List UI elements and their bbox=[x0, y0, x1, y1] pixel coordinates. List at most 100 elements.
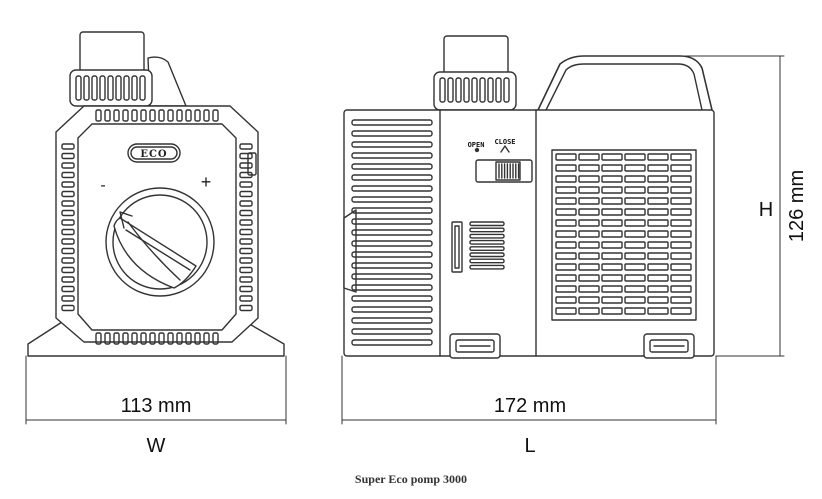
grille-cell bbox=[555, 230, 577, 238]
vent-slot bbox=[61, 247, 75, 255]
eco-badge bbox=[127, 143, 181, 163]
width-value: 113 mm bbox=[121, 395, 192, 417]
collar-rib bbox=[479, 77, 486, 103]
grille-cell bbox=[670, 241, 692, 249]
grille-cell bbox=[601, 252, 623, 260]
eco-badge-label: ECO bbox=[140, 149, 167, 160]
height-symbol: H bbox=[759, 199, 773, 221]
grille-cell bbox=[647, 230, 669, 238]
side-indicator-window bbox=[451, 221, 463, 273]
vent-slot bbox=[239, 276, 253, 283]
vent-slot bbox=[95, 109, 102, 122]
grille-cell bbox=[624, 307, 646, 315]
vent-slot bbox=[61, 238, 75, 245]
intake-slot bbox=[351, 218, 433, 225]
grille-cell bbox=[555, 164, 577, 172]
intake-slot bbox=[351, 306, 433, 313]
grille-cell bbox=[555, 197, 577, 205]
intake-slot bbox=[351, 328, 433, 335]
grille-cell bbox=[647, 175, 669, 183]
grille-cell bbox=[670, 307, 692, 315]
vent-slot bbox=[140, 109, 147, 122]
grille-cell bbox=[624, 241, 646, 249]
vent-slot bbox=[61, 276, 75, 283]
side-foot-left bbox=[449, 333, 501, 359]
grille-cell bbox=[624, 230, 646, 238]
vent-slot bbox=[149, 332, 156, 345]
vent-slot bbox=[239, 171, 253, 179]
height-value: 126 mm bbox=[786, 170, 808, 242]
collar-rib bbox=[487, 77, 494, 103]
grille-cell bbox=[555, 307, 577, 315]
vent-slot bbox=[239, 143, 253, 150]
intake-slot bbox=[351, 295, 433, 302]
grille-cell bbox=[670, 219, 692, 227]
vent-slot bbox=[239, 190, 253, 198]
mid-slot bbox=[469, 258, 505, 264]
side-intake-slots bbox=[351, 119, 433, 346]
collar-rib bbox=[99, 75, 106, 101]
grille-cell bbox=[601, 263, 623, 271]
intake-slot bbox=[351, 229, 433, 236]
grille-cell bbox=[555, 208, 577, 216]
grille-cell bbox=[670, 263, 692, 271]
grille-cell bbox=[670, 230, 692, 238]
grille-cell bbox=[624, 296, 646, 304]
grille-cell bbox=[578, 175, 600, 183]
vent-slot bbox=[122, 332, 129, 345]
grille-cell bbox=[555, 274, 577, 282]
vent-slot bbox=[194, 332, 201, 345]
grille-cell bbox=[578, 230, 600, 238]
grille-cell bbox=[601, 164, 623, 172]
grille-cell bbox=[670, 175, 692, 183]
vent-slot bbox=[167, 332, 174, 345]
vent-slot bbox=[167, 109, 174, 122]
vent-slot bbox=[61, 190, 75, 198]
grille-cell bbox=[624, 197, 646, 205]
collar-rib bbox=[131, 75, 138, 101]
collar-rib bbox=[495, 77, 502, 103]
grille-cell bbox=[601, 296, 623, 304]
intake-slot bbox=[351, 317, 433, 324]
mid-slot bbox=[469, 246, 505, 252]
grille-cell bbox=[578, 307, 600, 315]
vent-slot bbox=[61, 228, 75, 236]
grille-cell bbox=[601, 219, 623, 227]
vent-slot bbox=[61, 143, 75, 150]
valve-knob-ridges bbox=[498, 163, 520, 179]
side-left-cap bbox=[343, 209, 357, 293]
vent-slot bbox=[131, 109, 138, 122]
vent-slot bbox=[239, 209, 253, 217]
vent-slot bbox=[239, 181, 253, 188]
vent-slot bbox=[239, 304, 253, 312]
grille-cell bbox=[670, 164, 692, 172]
grille-cell bbox=[578, 274, 600, 282]
grille-cell bbox=[578, 285, 600, 293]
grille-cell bbox=[555, 263, 577, 271]
plus-sign: + bbox=[201, 172, 212, 192]
vent-slot bbox=[239, 152, 253, 160]
vent-slot bbox=[122, 109, 129, 122]
intake-slot bbox=[351, 119, 433, 126]
vent-slot bbox=[239, 219, 253, 226]
grille-cell bbox=[647, 296, 669, 304]
grille-cell bbox=[670, 296, 692, 304]
intake-slot bbox=[351, 185, 433, 192]
grille-cell bbox=[624, 153, 646, 161]
vent-slot bbox=[61, 200, 75, 207]
vent-slot bbox=[113, 332, 120, 345]
grille-cell bbox=[670, 153, 692, 161]
vent-slot bbox=[176, 332, 183, 345]
front-collar-ribs bbox=[75, 75, 146, 101]
vent-slot bbox=[61, 304, 75, 312]
vent-slot bbox=[61, 181, 75, 188]
vent-slot bbox=[194, 109, 201, 122]
vent-slot bbox=[61, 209, 75, 217]
vent-slot bbox=[158, 109, 165, 122]
collar-rib bbox=[503, 77, 510, 103]
grille-cell bbox=[601, 307, 623, 315]
vent-slot bbox=[61, 295, 75, 302]
vent-slot bbox=[239, 200, 253, 207]
front-outlet-pipe bbox=[79, 31, 145, 73]
length-value: 172 mm bbox=[494, 395, 566, 417]
